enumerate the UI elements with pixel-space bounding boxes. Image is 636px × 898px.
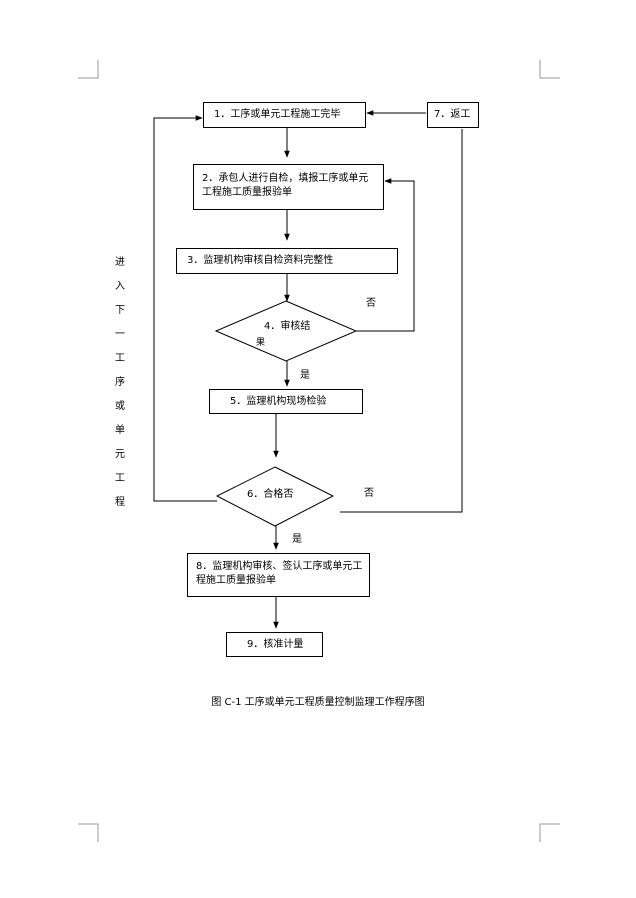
figure-caption: 图 C-1 工序或单元工程质量控制监理工作程序图 [211,697,425,708]
decision-4-shape [214,300,358,362]
step-4-text: 4．审核结 [264,321,311,332]
step-9-box: 9．核准计量 [226,632,323,657]
no-label-1: 否 [366,298,376,309]
page-corner-marks [78,60,560,842]
step-3-box: 3．监理机构审核自检资料完整性 [176,248,398,274]
yes-label-1: 是 [300,370,310,381]
step-5-box: 5．监理机构现场检验 [209,389,363,414]
step-9-text: 9．核准计量 [247,639,304,650]
yes-label-2: 是 [292,534,302,545]
step-8-box: 8．监理机构审核、签认工序或单元工程施工质量报验单 [187,553,370,597]
step-1-text: 1．工序或单元工程施工完毕 [214,109,341,120]
step-7-text: 7．返工 [434,109,471,120]
line-6-no-to-7 [340,129,463,513]
step-6-text: 6．合格否 [247,489,294,500]
step-2-text: 2．承包人进行自检，填报工序或单元工程施工质量报验单 [202,173,369,198]
step-4-text-tail: 果 [256,338,266,348]
next-process-side-text: 进入下一工序或单元工程 [115,257,125,508]
step-2-box: 2．承包人进行自检，填报工序或单元工程施工质量报验单 [193,164,384,210]
arrow-6-loop-to-1 [153,115,217,502]
step-8-text: 8．监理机构审核、签认工序或单元工程施工质量报验单 [196,561,363,586]
decision-6-shape [215,466,335,527]
step-1-box: 1．工序或单元工程施工完毕 [203,102,366,128]
step-5-text: 5．监理机构现场检验 [230,396,327,407]
arrow-4-no-to-2 [356,178,415,332]
no-label-2: 否 [364,488,374,499]
step-3-text: 3．监理机构审核自检资料完整性 [187,255,334,266]
step-7-box: 7．返工 [427,102,479,128]
